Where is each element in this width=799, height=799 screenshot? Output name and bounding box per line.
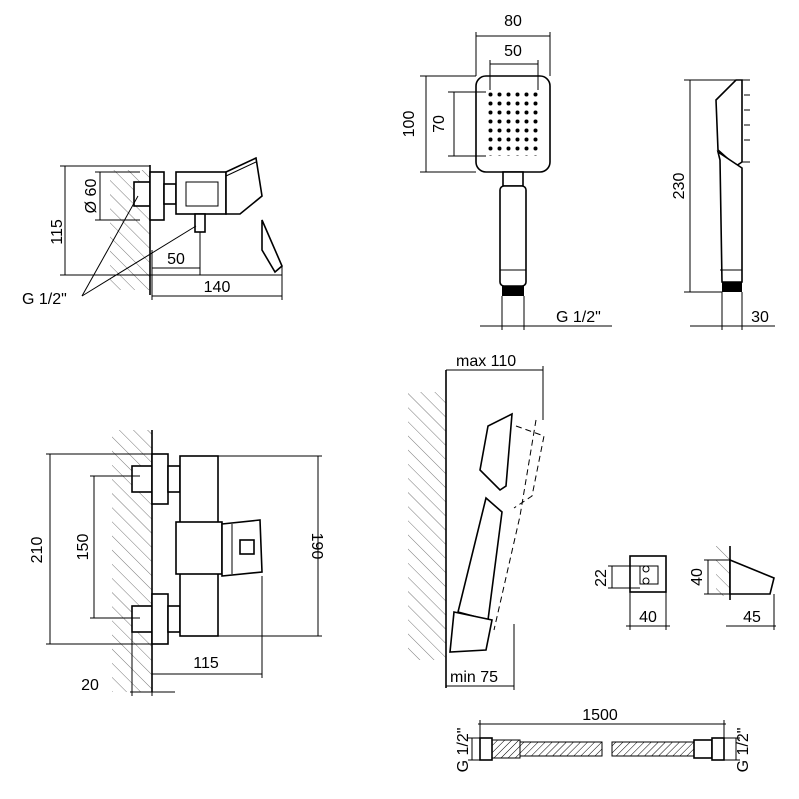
thread-label-hose-left: G 1/2" xyxy=(455,728,472,773)
outlet-nipple xyxy=(194,213,206,233)
dim-mixer-height: 115 xyxy=(49,219,66,245)
dim-max-projection: max 110 xyxy=(456,353,516,370)
dim-holder-width: 40 xyxy=(639,609,657,626)
dim-head-height: 100 xyxy=(401,111,418,138)
holder-side xyxy=(729,558,775,595)
dim-head-width: 80 xyxy=(504,13,522,30)
dim-holder-depth: 45 xyxy=(743,609,761,626)
dim-overall-height: 210 xyxy=(29,537,46,564)
mixer-side-view: 115 Ø 60 50 140 G 1/2" xyxy=(22,156,283,308)
escutcheon xyxy=(149,171,165,221)
dim-body-height: 190 xyxy=(308,533,325,560)
dim-holder-side-height: 40 xyxy=(689,568,706,586)
thread-label-mixer: G 1/2" xyxy=(22,291,67,308)
holder-front xyxy=(629,555,667,593)
dim-shower-thickness: 30 xyxy=(751,309,769,326)
dim-shower-length: 230 xyxy=(671,173,688,200)
wall-hatch-holder xyxy=(408,392,446,660)
mixer-front-view: 210 150 190 115 20 xyxy=(29,430,325,696)
dim-face-height: 70 xyxy=(431,115,448,133)
hand-shower-front-view: 80 50 100 70 G 1/2" xyxy=(401,13,612,330)
dim-total-depth: 140 xyxy=(204,279,231,296)
dim-holder-height: 22 xyxy=(593,569,610,587)
shower-handle-front xyxy=(499,185,527,287)
dim-outlet-depth: 50 xyxy=(167,251,185,268)
dim-wall-offset: 20 xyxy=(81,677,99,694)
hose-segment-left xyxy=(519,741,603,757)
wall-holder xyxy=(449,611,493,653)
holder-mounted-view: max 110 min 75 xyxy=(408,353,545,690)
thread-label-hose-right: G 1/2" xyxy=(735,728,752,773)
hose-segment-right xyxy=(611,741,695,757)
shower-handle-side xyxy=(716,150,743,283)
dim-face-width: 50 xyxy=(504,43,522,60)
holder-front-view: 22 40 xyxy=(593,555,670,630)
hose-nut-left xyxy=(491,739,521,759)
dim-hose-length: 1500 xyxy=(582,707,618,724)
shower-thread xyxy=(502,286,524,296)
hand-shower-side-view: 230 30 xyxy=(671,79,775,330)
hose-view: 1500 G 1/2" G 1/2" xyxy=(455,707,752,772)
spray-nozzles xyxy=(486,90,540,156)
inlet-thread xyxy=(133,181,151,207)
shower-handle-tilted xyxy=(457,496,503,622)
thread-label-shower: G 1/2" xyxy=(556,309,601,326)
hose-nut-right xyxy=(693,739,713,759)
shower-head-tilted xyxy=(479,412,513,492)
dim-inlet-spacing: 150 xyxy=(75,534,92,561)
dim-min-projection: min 75 xyxy=(450,669,498,686)
dim-mixer-diameter: Ø 60 xyxy=(83,179,100,214)
holder-side-view: 40 45 xyxy=(689,546,776,630)
dim-mixer-width: 115 xyxy=(193,655,219,672)
lever-handle xyxy=(225,156,263,215)
